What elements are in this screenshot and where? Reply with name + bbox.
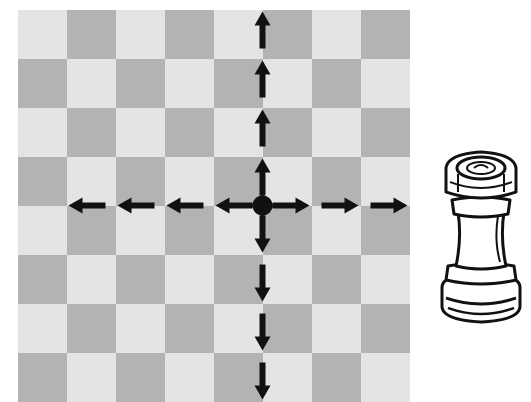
board-square (312, 255, 361, 304)
board-square (361, 255, 410, 304)
board-square (312, 353, 361, 402)
board-square (116, 206, 165, 255)
board-square (18, 59, 67, 108)
board-square (263, 255, 312, 304)
board-square (312, 10, 361, 59)
board-square (214, 255, 263, 304)
board-square (67, 304, 116, 353)
board-square (165, 206, 214, 255)
board-square (67, 206, 116, 255)
board-square (312, 59, 361, 108)
board-square (18, 255, 67, 304)
board-square (116, 304, 165, 353)
board-square (361, 353, 410, 402)
board-square (18, 157, 67, 206)
board-square (361, 108, 410, 157)
board-square (18, 353, 67, 402)
board-square (312, 108, 361, 157)
board-square (361, 10, 410, 59)
board-square (214, 59, 263, 108)
board-square (116, 255, 165, 304)
board-square (263, 353, 312, 402)
board-square (18, 10, 67, 59)
board-square (361, 304, 410, 353)
board-square (214, 206, 263, 255)
rook-icon (436, 148, 526, 328)
board-square (116, 10, 165, 59)
board-square (165, 255, 214, 304)
board-square (165, 157, 214, 206)
board-square (165, 108, 214, 157)
board-square (312, 157, 361, 206)
board-square (116, 59, 165, 108)
board-square (67, 59, 116, 108)
board-square (361, 206, 410, 255)
board-square (361, 59, 410, 108)
board-square (312, 304, 361, 353)
board-square (312, 206, 361, 255)
board-square (67, 10, 116, 59)
board-square (116, 353, 165, 402)
board-square (18, 206, 67, 255)
board-square (361, 157, 410, 206)
board-square (263, 10, 312, 59)
rook-position-marker (253, 196, 273, 216)
board-square (263, 157, 312, 206)
board-square (214, 10, 263, 59)
board-square (263, 108, 312, 157)
board-square (165, 10, 214, 59)
board-square (263, 59, 312, 108)
board-square (263, 304, 312, 353)
board-square (18, 304, 67, 353)
board-square (165, 353, 214, 402)
board-square (67, 157, 116, 206)
board-square (116, 108, 165, 157)
board-square (214, 353, 263, 402)
board-square (18, 108, 67, 157)
board-square (214, 108, 263, 157)
board-square (263, 206, 312, 255)
board-square (67, 255, 116, 304)
board-square (67, 353, 116, 402)
board-square (165, 59, 214, 108)
board-square (165, 304, 214, 353)
board-square (67, 108, 116, 157)
board-square (116, 157, 165, 206)
chessboard (18, 10, 410, 402)
board-square (214, 304, 263, 353)
